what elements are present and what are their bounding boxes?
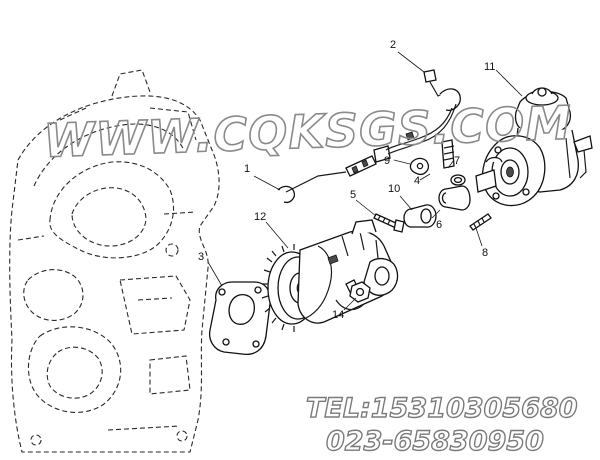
callout-12: 12 — [254, 211, 266, 223]
engine-gear-housing — [9, 69, 220, 453]
callout-6: 6 — [436, 219, 442, 231]
tube-assembly — [385, 69, 461, 155]
leader-lines — [207, 51, 523, 311]
coupling — [403, 204, 437, 228]
seal-ring — [438, 185, 471, 211]
stud — [469, 213, 492, 231]
callout-2: 2 — [390, 39, 396, 51]
callout-9: 9 — [384, 155, 390, 167]
callout-14: 14 — [332, 309, 344, 321]
capscrew — [373, 213, 405, 233]
contact-phone: 023-65830950 — [326, 426, 544, 457]
o-ring — [450, 174, 466, 186]
nut — [349, 281, 371, 303]
callout-10: 10 — [388, 183, 400, 195]
callout-labels: 1 2 3 4 5 6 7 8 9 10 11 12 14 — [198, 39, 495, 321]
gasket — [208, 281, 272, 356]
callout-11: 11 — [484, 61, 495, 73]
callout-4: 4 — [414, 175, 420, 187]
pump-housing — [297, 219, 399, 324]
callout-8: 8 — [482, 247, 488, 259]
contact-tel: TEL:15310305680 — [306, 393, 578, 424]
steering-pump — [475, 87, 593, 207]
callout-3: 3 — [198, 251, 204, 263]
callout-1: 1 — [244, 163, 250, 175]
elbow-fitting — [409, 157, 430, 176]
callout-7: 7 — [454, 155, 460, 167]
callout-5: 5 — [350, 189, 356, 201]
hydraulic-fitting — [441, 139, 455, 169]
